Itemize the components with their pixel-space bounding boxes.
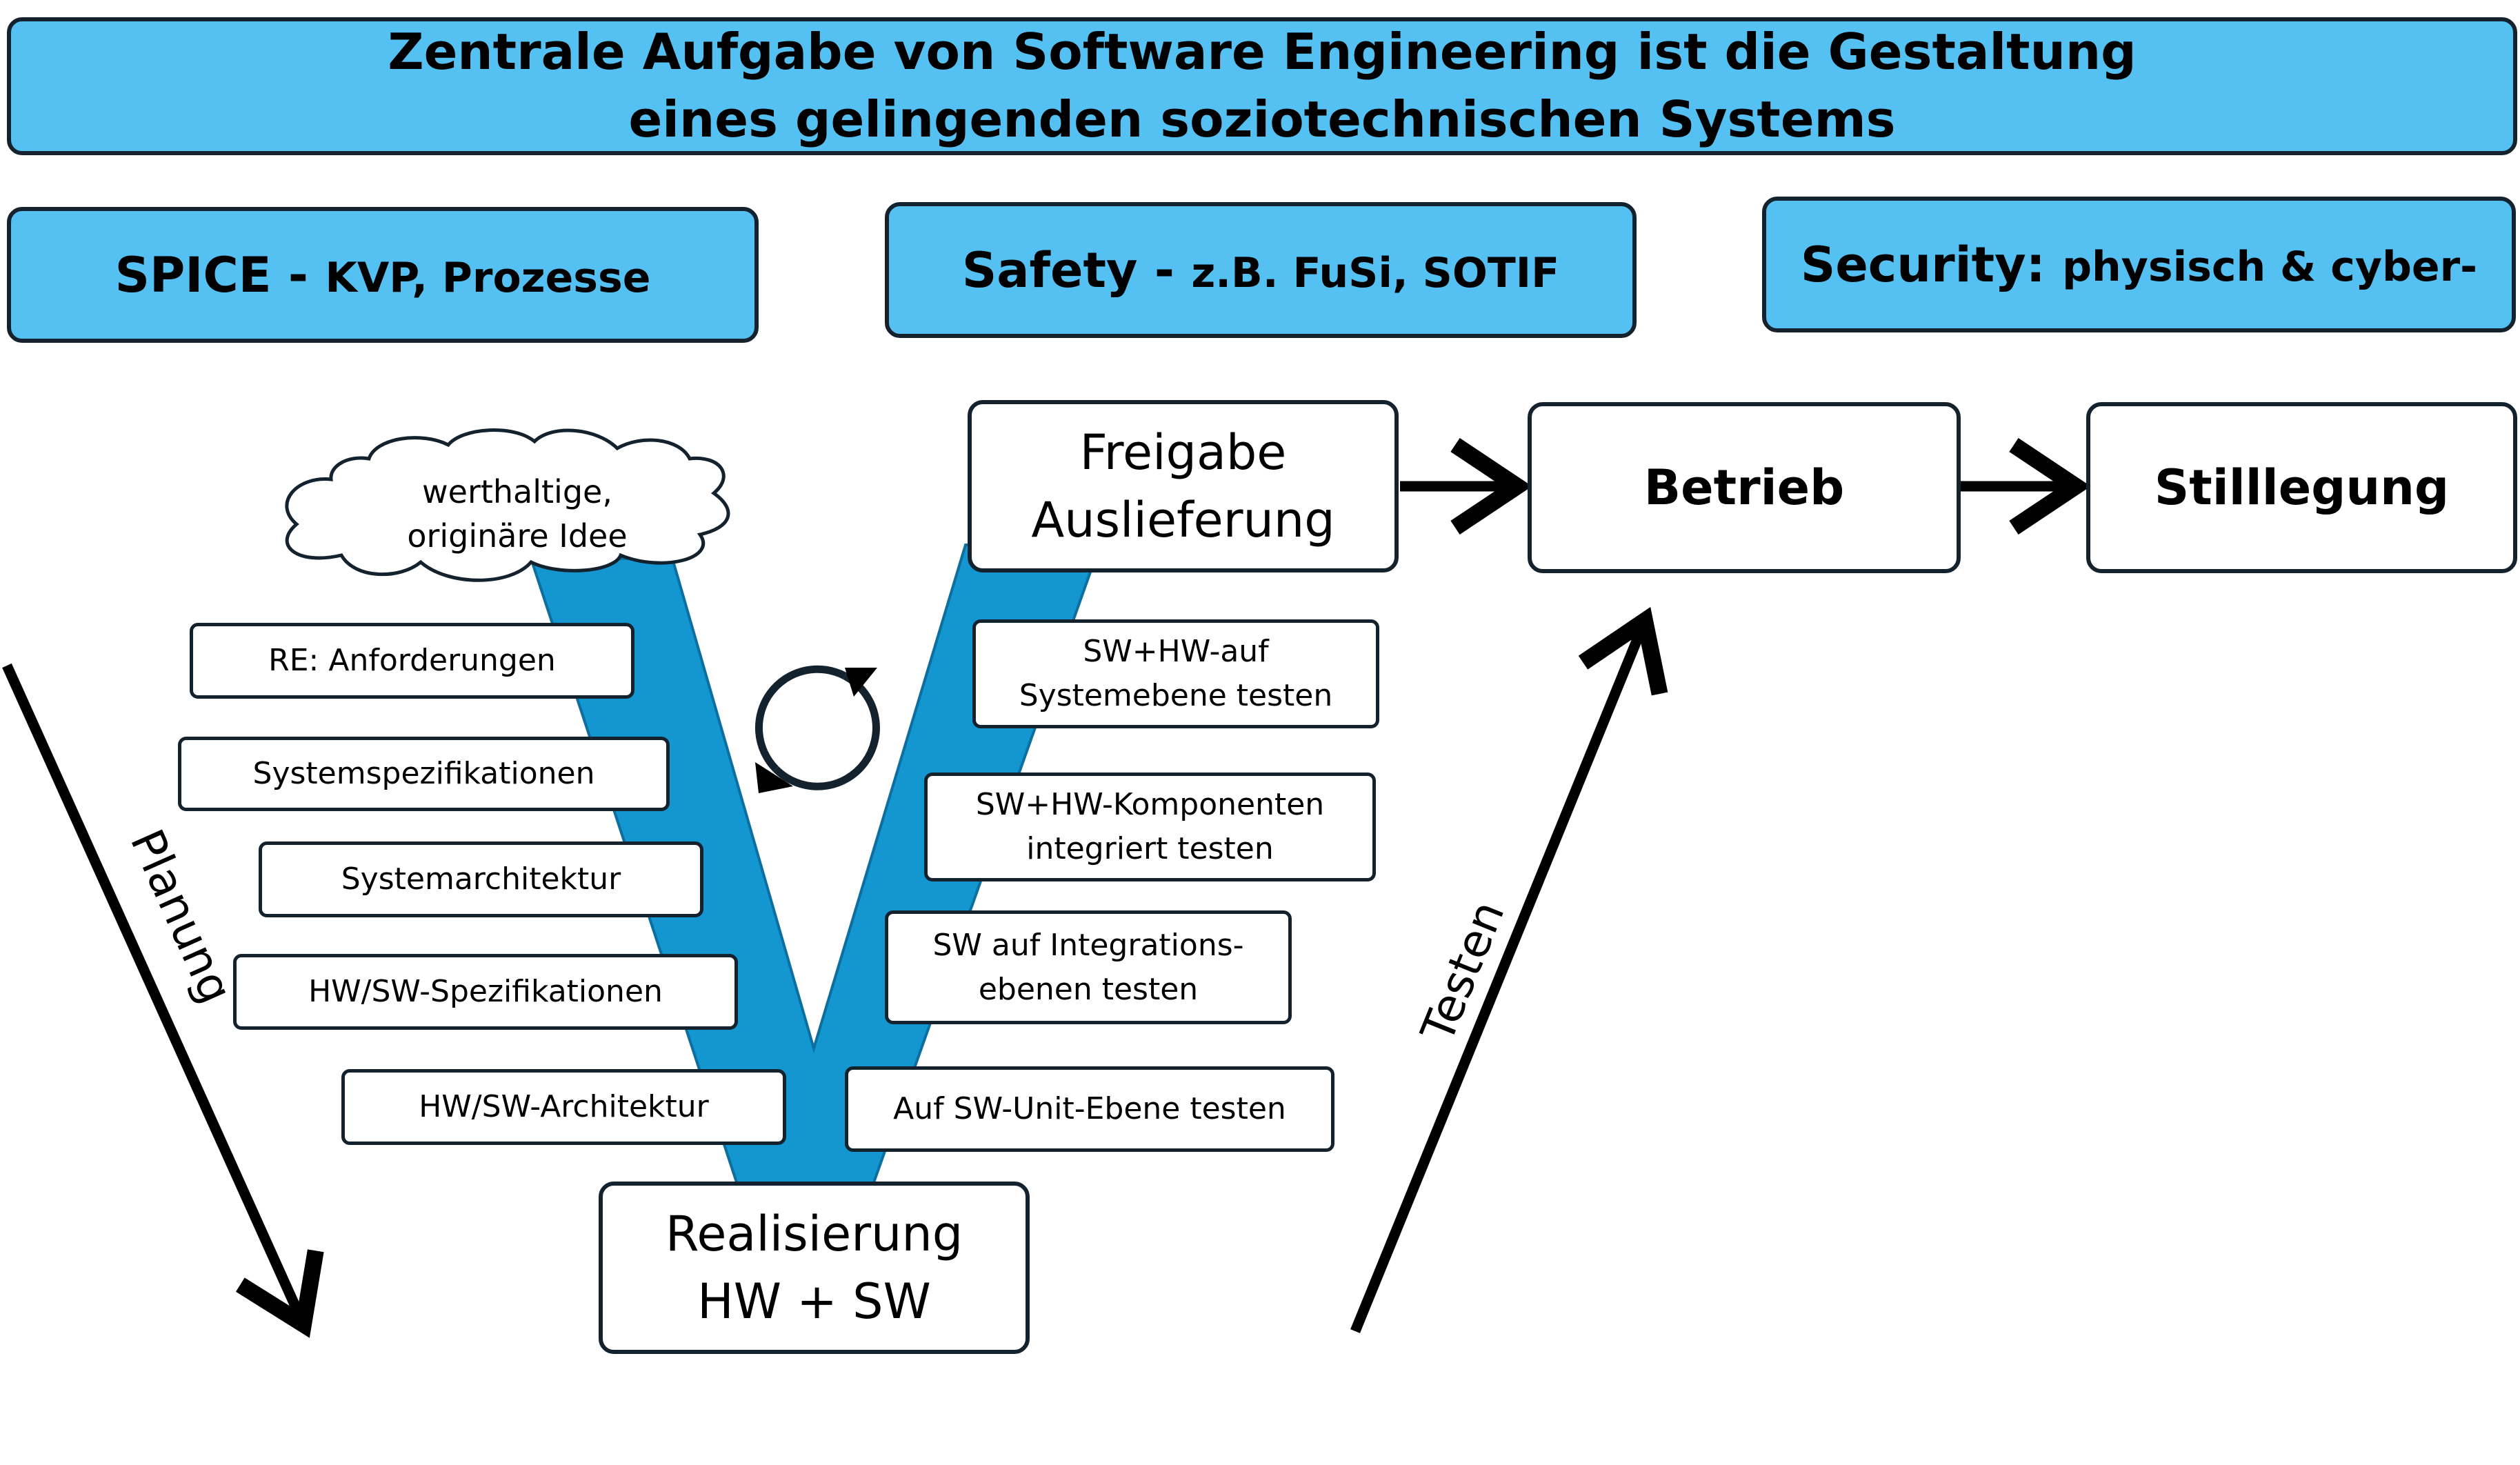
safety-box: Safety - z.B. FuSi, SOTIF bbox=[885, 202, 1637, 338]
planning-arrow bbox=[2, 663, 324, 1338]
left-step-label: HW/SW-Architektur bbox=[419, 1089, 709, 1125]
operation-label: Betrieb bbox=[1643, 459, 1845, 516]
realization-line-2: HW + SW bbox=[697, 1273, 931, 1330]
left-step-system-spec: Systemspezifikationen bbox=[178, 737, 670, 811]
testing-arrow bbox=[1350, 606, 1668, 1333]
spice-box: SPICE - KVP, Prozesse bbox=[7, 207, 759, 343]
left-step-system-architecture: Systemarchitektur bbox=[259, 841, 703, 917]
cloud-shape bbox=[285, 428, 730, 582]
left-step-label: Systemarchitektur bbox=[341, 861, 621, 897]
safety-title: Safety - bbox=[961, 241, 1192, 299]
right-step-integration-test: SW auf Integrations- ebenen testen bbox=[885, 910, 1292, 1024]
left-step-label: HW/SW-Spezifikationen bbox=[308, 974, 663, 1010]
realization-box: Realisierung HW + SW bbox=[599, 1182, 1030, 1354]
right-step-line-1: Auf SW-Unit-Ebene testen bbox=[893, 1091, 1286, 1127]
right-step-line-2: Systemebene testen bbox=[1019, 678, 1333, 713]
left-step-label: Systemspezifikationen bbox=[252, 756, 595, 792]
right-step-line-1: SW+HW-auf bbox=[1083, 634, 1269, 670]
operation-box: Betrieb bbox=[1528, 402, 1961, 573]
right-step-unit-test: Auf SW-Unit-Ebene testen bbox=[845, 1066, 1334, 1152]
right-step-line-2: ebenen testen bbox=[978, 971, 1199, 1007]
left-step-label: RE: Anforderungen bbox=[268, 643, 556, 679]
security-title: Security: bbox=[1800, 236, 2063, 293]
safety-subtitle: z.B. FuSi, SOTIF bbox=[1191, 248, 1560, 297]
header-line-2: eines gelingenden soziotechnischen Syste… bbox=[628, 90, 1896, 148]
spice-title: SPICE - bbox=[114, 246, 326, 303]
decommission-box: Stilllegung bbox=[2086, 402, 2517, 573]
cycle-icon bbox=[754, 665, 880, 793]
cloud-label: werthaltige, originäre Idee bbox=[345, 462, 690, 566]
decommission-label: Stilllegung bbox=[2154, 459, 2450, 516]
spice-subtitle: KVP, Prozesse bbox=[325, 253, 651, 302]
release-line-1: Freigabe bbox=[1079, 424, 1287, 481]
left-step-requirements: RE: Anforderungen bbox=[190, 623, 634, 699]
right-step-component-test: SW+HW-Komponenten integriert testen bbox=[924, 773, 1376, 881]
left-step-hwsw-architecture: HW/SW-Architektur bbox=[341, 1069, 786, 1145]
header-line-1: Zentrale Aufgabe von Software Engineerin… bbox=[388, 23, 2137, 81]
right-step-line-2: integriert testen bbox=[1026, 831, 1274, 866]
right-step-line-1: SW+HW-Komponenten bbox=[975, 787, 1325, 823]
security-box: Security: physisch & cyber- bbox=[1762, 197, 2516, 332]
left-step-hwsw-spec: HW/SW-Spezifikationen bbox=[233, 954, 738, 1030]
release-box: Freigabe Auslieferung bbox=[968, 400, 1399, 572]
header-banner: Zentrale Aufgabe von Software Engineerin… bbox=[7, 17, 2517, 155]
cloud-line-2: originäre Idee bbox=[407, 517, 628, 555]
release-line-2: Auslieferung bbox=[1031, 492, 1335, 548]
right-step-line-1: SW auf Integrations- bbox=[932, 927, 1244, 963]
cloud-line-1: werthaltige, bbox=[422, 472, 612, 510]
right-step-system-test: SW+HW-auf Systemebene testen bbox=[972, 619, 1379, 728]
security-subtitle: physisch & cyber- bbox=[2062, 242, 2478, 291]
realization-line-1: Realisierung bbox=[665, 1206, 963, 1262]
